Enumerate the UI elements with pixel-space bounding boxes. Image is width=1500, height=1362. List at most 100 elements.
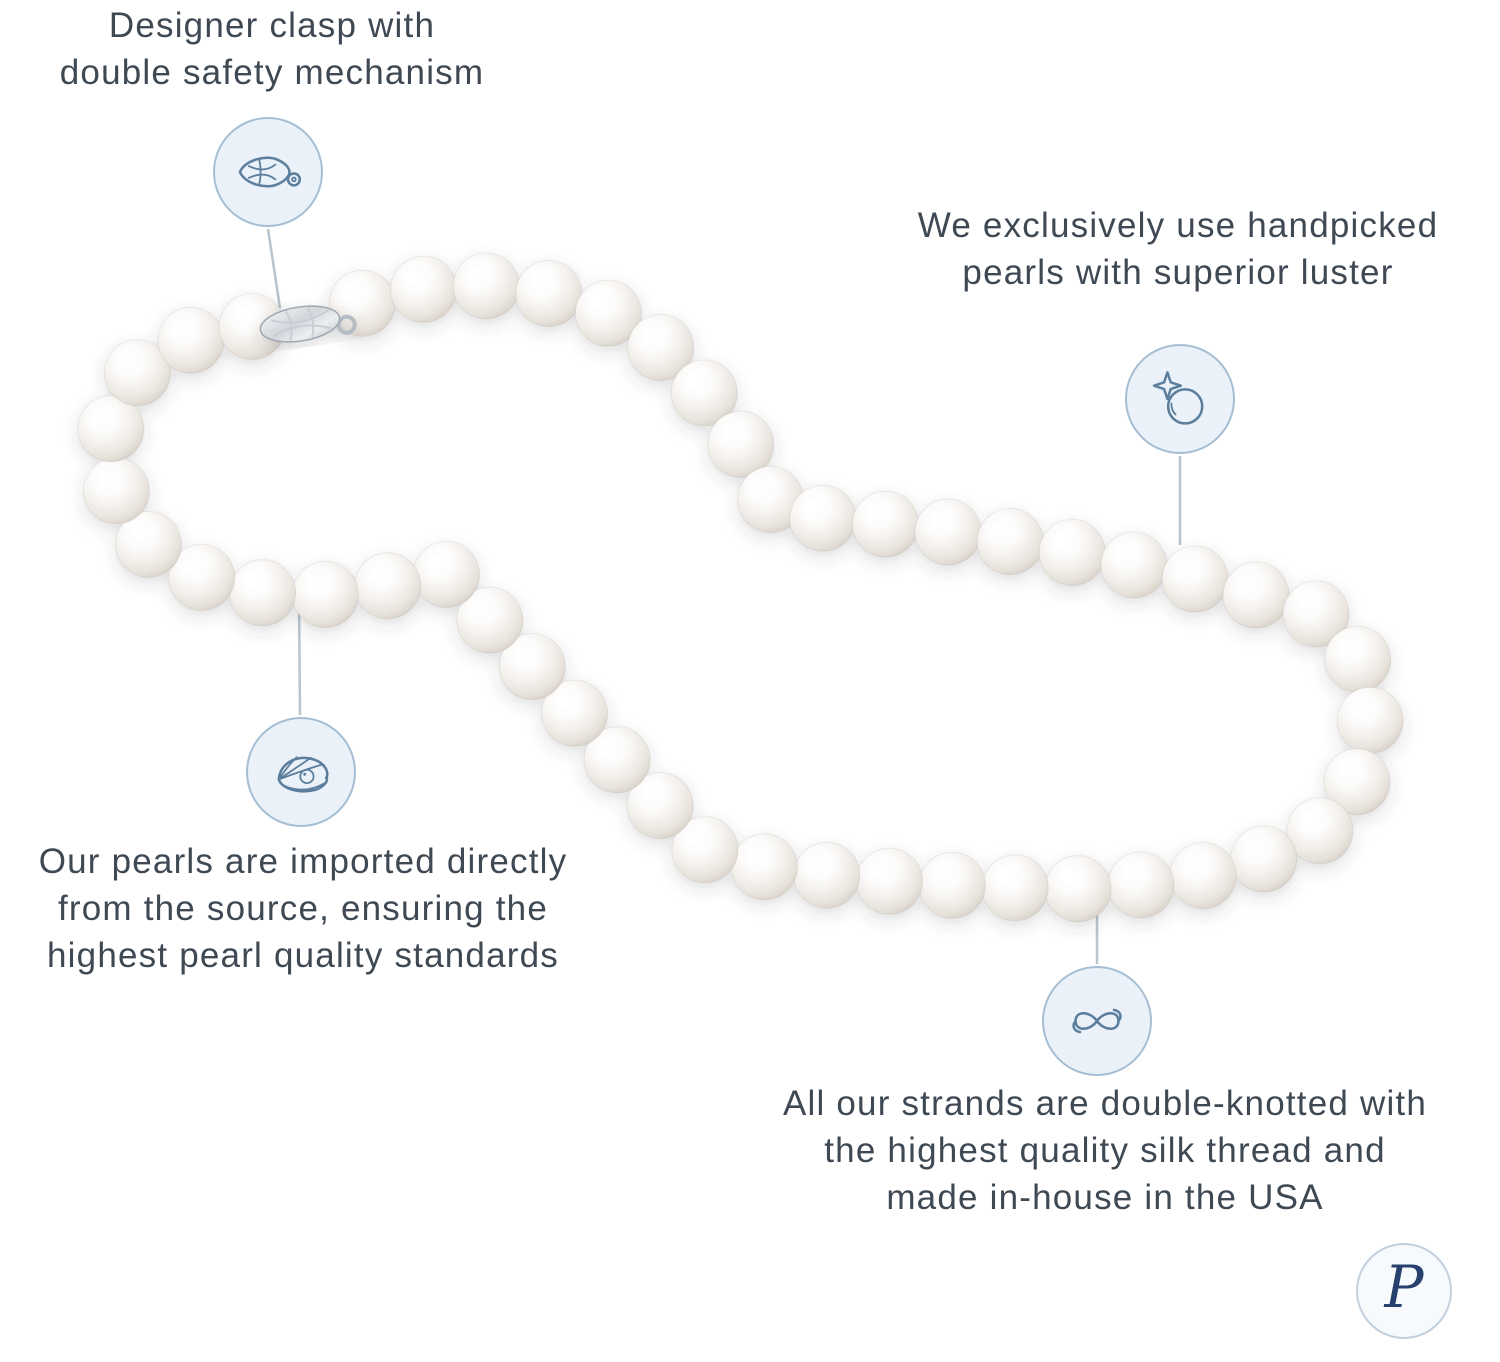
callout-clasp-text: Designer clasp with double safety mechan… xyxy=(12,2,532,96)
pearl-highlight xyxy=(1177,560,1192,574)
pearl-sparkle-icon xyxy=(1152,371,1204,425)
pearl xyxy=(291,561,359,628)
pearl xyxy=(541,679,608,747)
callout-luster-text: We exclusively use handpicked pearls wit… xyxy=(868,202,1488,296)
callout-luster-line: pearls with superior luster xyxy=(962,253,1394,292)
clasp-icon-badge xyxy=(213,117,323,227)
pearl-highlight xyxy=(234,307,249,322)
pearl-highlight xyxy=(1245,840,1260,854)
callout-source-line: Our pearls are imported directly xyxy=(38,842,568,881)
pearl-highlight xyxy=(1301,811,1316,826)
oyster-pearl-icon xyxy=(277,756,329,793)
pearl xyxy=(1169,842,1237,909)
pearl-highlight xyxy=(1060,869,1075,884)
pearl-highlight xyxy=(556,694,571,709)
silver-clasp xyxy=(259,305,357,343)
pearl-highlight xyxy=(1115,545,1130,560)
pearl xyxy=(627,314,695,381)
pearl xyxy=(731,833,798,901)
pearl-highlight xyxy=(867,505,882,520)
pearl-highlight xyxy=(1122,865,1137,880)
callout-luster-line: We exclusively use handpicked xyxy=(917,206,1439,245)
pearl xyxy=(103,339,171,407)
pearl-highlight xyxy=(468,266,483,281)
pearl-highlight xyxy=(471,601,486,616)
callout-clasp-line: Designer clasp with xyxy=(108,6,436,45)
pearl-highlight xyxy=(1339,640,1354,655)
pearl-highlight xyxy=(642,328,657,343)
silk-knot-icon xyxy=(1072,1008,1122,1034)
pearl-highlight xyxy=(599,740,614,755)
pearl xyxy=(354,552,422,620)
pearl-highlight xyxy=(687,830,701,845)
pearl-highlight xyxy=(642,786,657,801)
pearl xyxy=(626,772,694,839)
pearl-highlight xyxy=(1185,856,1200,871)
pearl-highlight xyxy=(997,868,1012,883)
brand-logo-letter: P xyxy=(1384,1253,1424,1321)
pearl-highlight xyxy=(808,856,823,871)
pearl xyxy=(670,359,738,427)
pearl xyxy=(157,306,225,374)
pearl xyxy=(515,260,583,327)
pearl-highlight xyxy=(172,321,187,336)
pearl-highlight xyxy=(804,499,819,514)
pearl xyxy=(1100,531,1168,599)
pearl xyxy=(229,559,297,627)
pearl xyxy=(413,541,480,608)
pearl xyxy=(1044,855,1112,923)
clasp-connector-line xyxy=(266,228,282,309)
pearl xyxy=(1230,825,1298,893)
pearl xyxy=(575,279,642,347)
pearl xyxy=(456,586,524,654)
pearl-highlight xyxy=(428,555,443,570)
pearl-highlight xyxy=(590,294,605,309)
pearl xyxy=(1324,625,1392,693)
pearl-highlight xyxy=(871,862,886,877)
pearl xyxy=(1282,580,1350,648)
pearl xyxy=(1161,545,1229,613)
pearl-highlight xyxy=(1338,762,1353,777)
pearl xyxy=(390,255,458,323)
pearl-highlight xyxy=(98,471,113,486)
pearl-highlight xyxy=(183,558,198,573)
callout-clasp-line: double safety mechanism xyxy=(59,53,485,92)
pearl xyxy=(1038,519,1106,586)
pearl xyxy=(856,847,923,915)
luster-icon-badge xyxy=(1125,344,1235,454)
pearl-highlight xyxy=(722,425,737,440)
callout-knot-line: made in-house in the USA xyxy=(886,1178,1324,1217)
pearl-highlight xyxy=(686,373,701,388)
pearl-highlight xyxy=(1298,594,1313,609)
pearl xyxy=(1222,561,1290,629)
pearl xyxy=(852,490,919,558)
pearl xyxy=(914,498,982,566)
pearl xyxy=(83,457,150,525)
callout-source-text: Our pearls are imported directly from th… xyxy=(0,838,616,979)
pearl-highlight xyxy=(1054,533,1069,548)
callout-knot-text: All our strands are double-knotted with … xyxy=(725,1080,1485,1221)
pearl xyxy=(168,544,236,611)
pearl xyxy=(981,854,1049,922)
pearl xyxy=(77,395,145,463)
source-connector-line xyxy=(297,595,302,716)
pearl-highlight xyxy=(752,480,767,495)
pearl-highlight xyxy=(405,270,420,285)
pearl xyxy=(671,816,739,884)
pearl xyxy=(707,410,775,478)
pearl xyxy=(793,841,861,909)
pearl xyxy=(1286,797,1354,865)
pearl xyxy=(1323,748,1391,816)
pearl-highlight xyxy=(934,866,949,881)
callout-source-line: highest pearl quality standards xyxy=(47,936,559,975)
pearl-highlight xyxy=(992,522,1007,537)
pearl xyxy=(452,252,520,320)
callout-knot-line: the highest quality silk thread and xyxy=(824,1131,1386,1170)
pearl-highlight xyxy=(244,573,259,588)
pearl xyxy=(499,633,566,700)
pearl xyxy=(976,508,1044,575)
pearl xyxy=(789,484,857,552)
source-icon-badge xyxy=(246,717,356,827)
pearl xyxy=(918,851,986,919)
pearl-highlight xyxy=(369,566,384,581)
